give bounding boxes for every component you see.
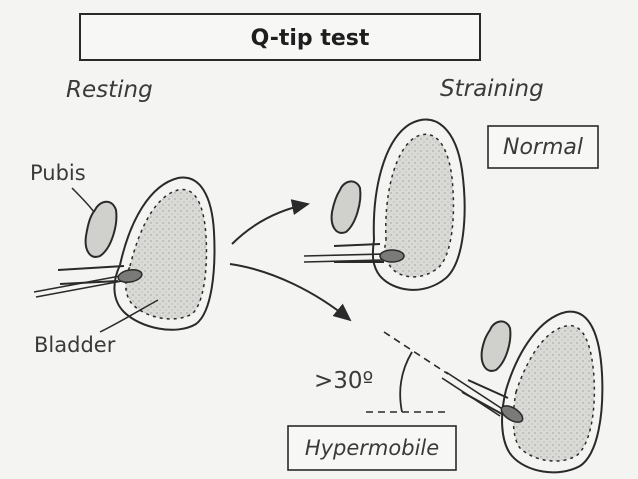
pubis-label: Pubis <box>30 161 86 185</box>
resting-label: Resting <box>66 77 153 103</box>
bladder-leader-line <box>99 299 159 333</box>
pubis-leader-line <box>71 187 95 213</box>
hypermobile-bladder-inner <box>512 324 596 462</box>
angle-arc <box>399 351 413 413</box>
hypermobile-label: Hypermobile <box>305 436 439 460</box>
normal-pubis-bone <box>330 180 362 234</box>
normal-bladder-outer <box>371 118 466 291</box>
angle-label: >30º <box>314 368 373 394</box>
pubis-bone <box>84 200 118 258</box>
resting-q-tip-head <box>117 268 143 284</box>
bladder-label: Bladder <box>34 333 116 357</box>
title-box: Q-tip test <box>79 13 481 61</box>
title-text: Q-tip test <box>251 26 370 51</box>
arrow-to-normal <box>231 199 310 245</box>
normal-figure <box>303 118 466 291</box>
normal-q-tip-head <box>379 249 405 263</box>
normal-q-tip-shaft <box>303 253 385 263</box>
arrow-to-hypermobile <box>229 263 352 322</box>
angle-dashed-line <box>383 331 449 375</box>
hypermobile-figure <box>441 310 604 474</box>
normal-label: Normal <box>503 135 583 160</box>
resting-figure <box>33 176 216 331</box>
straining-label: Straining <box>440 76 544 102</box>
normal-urethra-upper <box>333 243 381 247</box>
hypermobile-label-box: Hypermobile <box>287 425 457 471</box>
resting-bladder-inner <box>125 188 208 320</box>
normal-bladder-inner <box>384 133 455 278</box>
normal-label-box: Normal <box>487 125 599 169</box>
hypermobile-q-tip-head <box>500 405 524 423</box>
hypermobile-pubis-bone <box>480 320 512 372</box>
angle-indicator: >30º <box>314 331 449 413</box>
hypermobile-urethra-upper <box>467 379 509 399</box>
hypermobile-bladder-outer <box>501 310 604 474</box>
resting-bladder-outer <box>113 176 216 331</box>
resting-urethra-upper <box>57 265 125 271</box>
resting-q-tip-shaft <box>33 275 123 298</box>
hypermobile-q-tip-shaft <box>441 371 505 417</box>
